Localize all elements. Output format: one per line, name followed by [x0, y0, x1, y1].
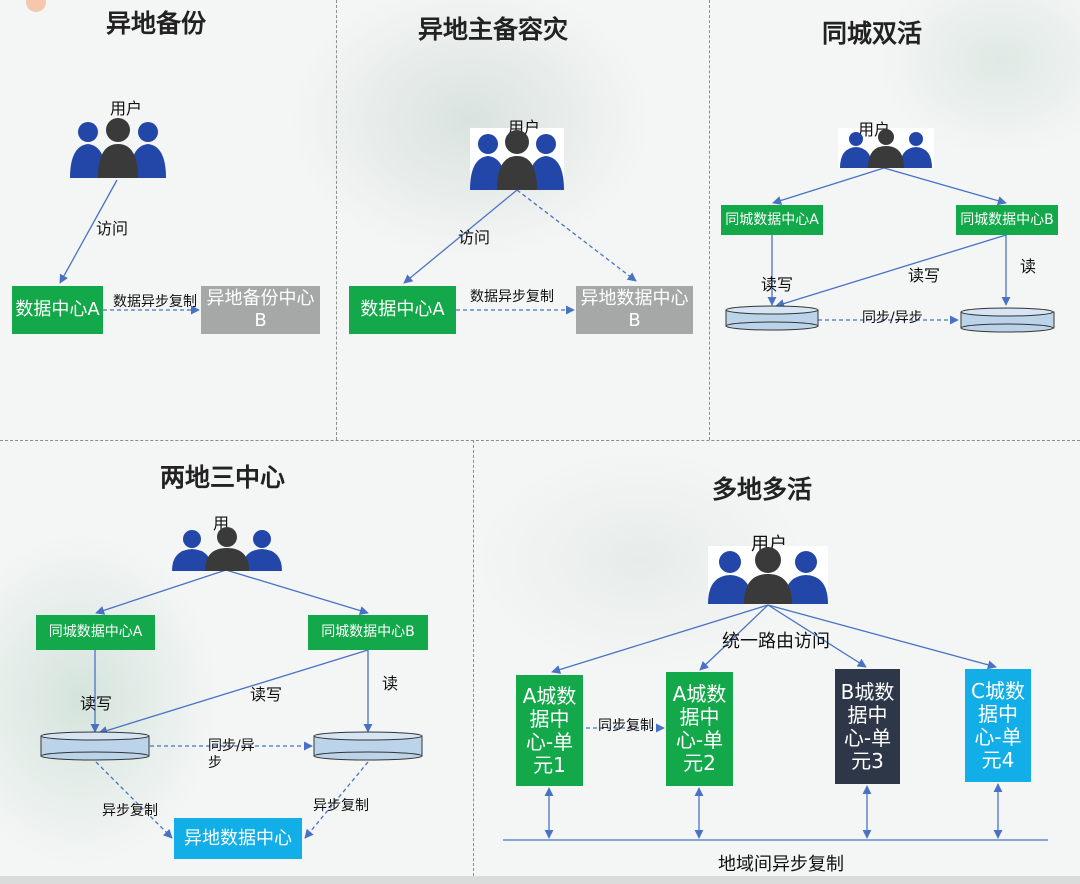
- p3-rw-left-label: 读写: [761, 275, 794, 294]
- p5-user-to-c4: [767, 604, 997, 670]
- p2-dc-a: 数据中心A: [349, 286, 456, 334]
- p1-title: 异地备份: [106, 9, 207, 38]
- p4-db-b: [313, 731, 423, 761]
- p4-users-icon: [172, 527, 282, 571]
- p1-dc-a: 数据中心A: [12, 286, 103, 334]
- corner-decoration: [26, 0, 46, 12]
- p1-dc-b: 异地备份中心B: [201, 286, 320, 334]
- p5-unit-c4: C城数据中心-单元4: [965, 669, 1031, 782]
- p4-rw-mid-label: 读写: [250, 685, 283, 704]
- p5-unit-b3: B城数据中心-单元3: [835, 669, 900, 784]
- p3-title: 同城双活: [822, 19, 923, 48]
- p4-remote-dc: 异地数据中心: [174, 818, 302, 859]
- p2-access-arrow: [403, 189, 518, 284]
- p5-user-to-b3: [767, 604, 867, 668]
- p2-title: 异地主备容灾: [418, 15, 569, 44]
- p5-users-icon: [708, 547, 828, 604]
- p5-unit-a2: A城数据中心-单元2: [666, 672, 733, 786]
- p4-async-right-label: 异步复制: [313, 798, 369, 814]
- p4-rw-left-label: 读写: [80, 694, 113, 713]
- p1-sync-label: 数据异步复制: [113, 294, 197, 310]
- p2-access-label: 访问: [458, 228, 491, 247]
- bottom-bar: [0, 876, 1080, 884]
- p2-sync-label: 数据异步复制: [470, 289, 554, 305]
- p4-user-to-a: [95, 569, 227, 615]
- p4-sync-label: 同步/异步: [208, 738, 255, 771]
- p4-b-readwrite: [98, 649, 369, 735]
- p5-unit-a1: A城数据中心-单元1: [516, 675, 583, 786]
- p1-user-label: 用户: [110, 99, 143, 118]
- p2-dc-b: 异地数据中心B: [576, 286, 693, 334]
- p3-rw-mid-label: 读写: [908, 266, 941, 285]
- p1-access-label: 访问: [96, 219, 129, 238]
- p5-sync-label: 同步复制: [598, 718, 654, 734]
- p5-inter-region-label: 地域间异步复制: [718, 854, 844, 875]
- p4-db-a: [40, 731, 150, 761]
- p3-b-readwrite: [775, 234, 1007, 308]
- p5-title: 多地多活: [712, 475, 813, 504]
- p1-access-arrow: [59, 179, 118, 284]
- p4-read-label: 读: [382, 674, 399, 693]
- p2-users-icon: [470, 130, 564, 190]
- p3-sync-label: 同步/异步: [862, 310, 923, 326]
- divider-horizontal: [0, 440, 1080, 441]
- p3-db-b: [960, 307, 1055, 333]
- divider-top-1: [336, 0, 337, 440]
- p4-user-to-b: [225, 569, 369, 615]
- p3-read-label: 读: [1020, 257, 1037, 276]
- divider-bottom: [473, 440, 474, 876]
- p4-dc-b: 同城数据中心B: [308, 615, 428, 650]
- p3-dc-b: 同城数据中心B: [956, 205, 1058, 235]
- p5-user-to-a1: [551, 604, 769, 674]
- p4-async-left-label: 异步复制: [102, 803, 158, 819]
- p3-users-icon: [840, 129, 932, 168]
- p3-user-to-a: [772, 167, 885, 205]
- p5-routing-label: 统一路由访问: [722, 631, 830, 652]
- p2-standby-arrow: [516, 189, 637, 282]
- p5-user-to-a2: [699, 604, 769, 671]
- p5-user-label: 用户: [751, 534, 787, 555]
- p3-user-to-b: [883, 167, 1007, 206]
- p4-async-right: [304, 761, 369, 839]
- p1-users-icon: [70, 118, 166, 178]
- p3-dc-a: 同城数据中心A: [721, 205, 823, 235]
- divider-top-2: [709, 0, 710, 440]
- p4-title: 两地三中心: [160, 463, 286, 492]
- p4-async-left: [95, 761, 173, 839]
- p3-db-a: [725, 305, 819, 331]
- p4-dc-a: 同城数据中心A: [36, 615, 155, 650]
